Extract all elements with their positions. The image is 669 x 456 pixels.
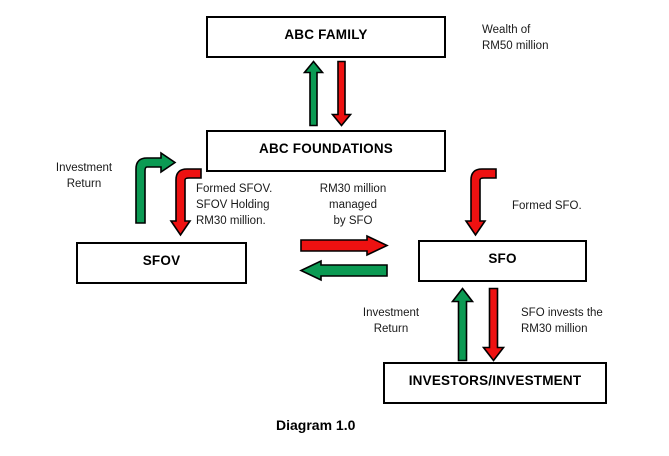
- note-formed-sfo: Formed SFO.: [512, 200, 582, 212]
- box-sfov-label: SFOV: [142, 253, 181, 268]
- box-abc-foundations-label: ABC FOUNDATIONS: [259, 141, 393, 156]
- box-abc-foundations[interactable]: ABC FOUNDATIONS: [206, 130, 446, 172]
- arrow-green-up-investors-return: [450, 287, 476, 363]
- diagram-caption: Diagram 1.0: [276, 417, 356, 433]
- arrow-green-up-to-family: [302, 60, 326, 128]
- box-sfo[interactable]: SFO: [418, 240, 587, 282]
- arrow-green-curve-sfov-return: [132, 151, 178, 224]
- arrow-red-right-sfov-to-sfo: [300, 234, 390, 257]
- note-wealth: Wealth of RM50 million: [482, 24, 549, 52]
- note-investment-return-left: Investment Return: [55, 162, 113, 190]
- note-formed-sfov: Formed SFOV. SFOV Holding RM30 million.: [196, 183, 273, 227]
- arrow-green-left-sfo-to-sfov: [299, 259, 390, 282]
- note-investment-return-bottom: Investment Return: [362, 307, 420, 335]
- arrow-red-curve-foundations-sfov: [169, 166, 212, 238]
- arrow-red-down-to-foundations: [330, 60, 354, 128]
- arrow-red-curve-foundations-sfo: [464, 166, 507, 238]
- box-sfov[interactable]: SFOV: [76, 242, 247, 284]
- note-sfo-invests: SFO invests the RM30 million: [521, 307, 603, 335]
- box-investors-investment[interactable]: INVESTORS/INVESTMENT: [383, 362, 607, 404]
- arrow-red-down-sfo-invests: [481, 287, 507, 363]
- box-investors-investment-label: INVESTORS/INVESTMENT: [408, 373, 582, 388]
- box-sfo-label: SFO: [488, 251, 517, 266]
- box-abc-family-label: ABC FAMILY: [284, 27, 368, 42]
- note-managed-by-sfo: RM30 million managed by SFO: [319, 183, 387, 227]
- box-abc-family[interactable]: ABC FAMILY: [206, 16, 446, 58]
